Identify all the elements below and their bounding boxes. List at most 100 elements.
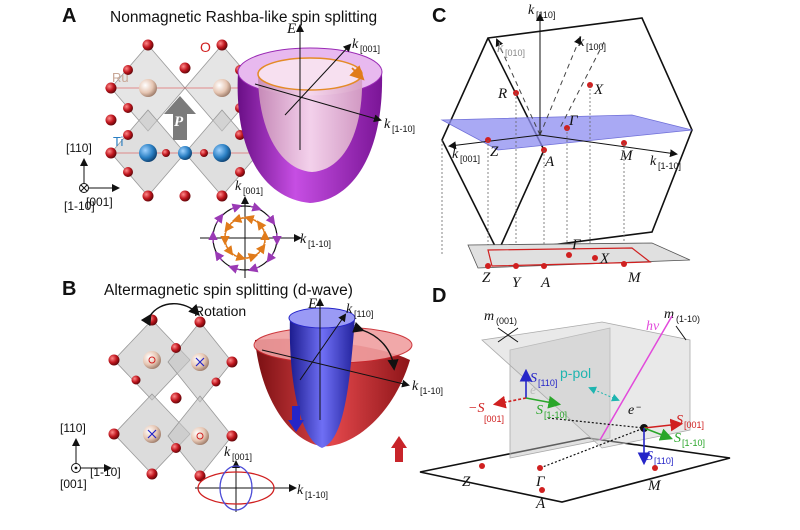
point-Z-label: Z	[490, 144, 499, 160]
d-point-M	[652, 465, 658, 471]
o-atom	[200, 149, 208, 157]
o-atom	[146, 468, 158, 480]
contour-ky-label: k	[224, 445, 231, 460]
k001-label: k	[452, 147, 459, 162]
ti-atom	[213, 144, 231, 162]
k110-axis	[299, 313, 347, 381]
contour-kx-label: k	[297, 483, 304, 498]
oxygen-label: O	[200, 39, 211, 55]
spin-down-icon	[147, 429, 157, 439]
band-rotation-arrow	[352, 322, 399, 371]
mirror-plane-001	[509, 327, 611, 459]
k1m10-axis	[261, 349, 410, 388]
proj-Y	[513, 263, 519, 269]
d-point-Gamma-label: Γ	[535, 474, 546, 490]
energy-axis-label: E	[286, 21, 296, 37]
spin-texture-arrow	[265, 214, 276, 226]
ti-atom	[178, 146, 192, 160]
panel-b: B Altermagnetic spin splitting (d-wave)	[60, 278, 443, 512]
m1m10-subscript: (1-10)	[676, 314, 700, 324]
o-atom	[235, 167, 245, 177]
o-atom	[142, 39, 154, 51]
rashba-contours: k [001] k [1-10]	[200, 179, 331, 278]
k110-label: k	[528, 3, 535, 18]
m1m10-label: m	[664, 307, 674, 322]
bz-edge	[497, 149, 545, 253]
spin-down-arrow	[288, 406, 304, 432]
o-atom	[142, 190, 154, 202]
spin-texture-arrow	[256, 220, 267, 231]
inner-band-surface	[258, 74, 363, 172]
s1m10-arrow	[643, 427, 673, 441]
altermagnet-band-surfaces: E k [110] k [1-10]	[253, 296, 443, 462]
ms001-arrow	[492, 395, 527, 409]
ru-atom	[139, 79, 157, 97]
o-atom	[179, 190, 191, 202]
spin-up-icon	[148, 356, 156, 364]
proj-A-label: A	[540, 275, 551, 291]
k100-subscript: [100]	[586, 42, 606, 52]
o-atom	[108, 354, 120, 366]
panel-d-letter: D	[432, 285, 446, 307]
proj-Y-label: Y	[512, 275, 522, 291]
panel-a-letter: A	[62, 5, 76, 27]
o-atom	[131, 375, 141, 385]
o-atom	[216, 190, 228, 202]
point-Gamma-label: Γ	[568, 113, 579, 129]
m001-label: m	[484, 309, 494, 324]
proj-M	[621, 261, 627, 267]
inner-band-rim	[257, 57, 363, 91]
photon-beam	[599, 315, 673, 441]
o-atom	[146, 314, 158, 326]
mirror-marker	[675, 325, 687, 341]
d-point-Z	[479, 463, 485, 469]
panel-a-title: Nonmagnetic Rashba-like spin splitting	[110, 9, 377, 26]
o-atom	[211, 377, 221, 387]
spin-up-arrow	[391, 436, 407, 462]
spin-texture-arrow	[214, 250, 225, 262]
polarization-label: P	[174, 114, 184, 130]
o-atom	[123, 167, 133, 177]
spin-texture-arrow	[228, 264, 241, 274]
proj-Gamma	[566, 252, 572, 258]
o-atom	[162, 149, 170, 157]
contour-spin-arrows	[208, 202, 282, 274]
k1m10-label: k	[650, 154, 657, 169]
k001-label: k	[352, 37, 359, 52]
ms001-label: −S	[468, 401, 484, 416]
k1m10-axis	[254, 83, 382, 123]
point-A-label: A	[544, 154, 555, 170]
k001-axis	[448, 134, 541, 150]
s001-subscript: [001]	[684, 420, 704, 430]
o-atom	[226, 356, 238, 368]
panel-a: A Nonmagnetic Rashba-like spin splitting	[62, 5, 415, 278]
contour-kx-subscript: [1-10]	[305, 490, 328, 500]
d-point-A	[539, 487, 545, 493]
panel-b-title: Altermagnetic spin splitting (d-wave)	[104, 282, 353, 299]
o-atom	[123, 65, 133, 75]
spin-arrow	[349, 65, 365, 81]
k110-label: k	[346, 302, 353, 317]
panel-c-letter: C	[432, 5, 446, 27]
k1m10-label: k	[412, 379, 419, 394]
point-X-label: X	[593, 82, 604, 98]
electron-label: e	[628, 403, 634, 418]
m001-subscript: (001)	[496, 316, 517, 326]
s110-lower-subscript: [110]	[654, 456, 673, 466]
spin-texture-arrow	[233, 251, 246, 261]
k1m10-subscript: [1-10]	[392, 124, 415, 134]
k1m10-subscript: [1-10]	[658, 161, 681, 171]
mirror-plane-1m10	[481, 321, 691, 449]
altermagnet-contours: k [001] k [1-10]	[195, 445, 328, 512]
proj-A	[541, 263, 547, 269]
o-atom	[105, 114, 117, 126]
axis-1m10-label: [1-10]	[90, 465, 121, 479]
mirror-marker	[497, 327, 519, 343]
contour-ky-subscript: [001]	[232, 452, 252, 462]
surface-bz	[487, 247, 652, 267]
proj-Gamma-label: Γ	[571, 237, 582, 253]
spin-up-icon	[196, 432, 204, 440]
axis-001-label: [001]	[86, 195, 113, 209]
spin-texture-arrow	[256, 243, 266, 255]
brillouin-zone: k [110] k [010] k [100] k [001] k [1-10]…	[440, 3, 693, 262]
